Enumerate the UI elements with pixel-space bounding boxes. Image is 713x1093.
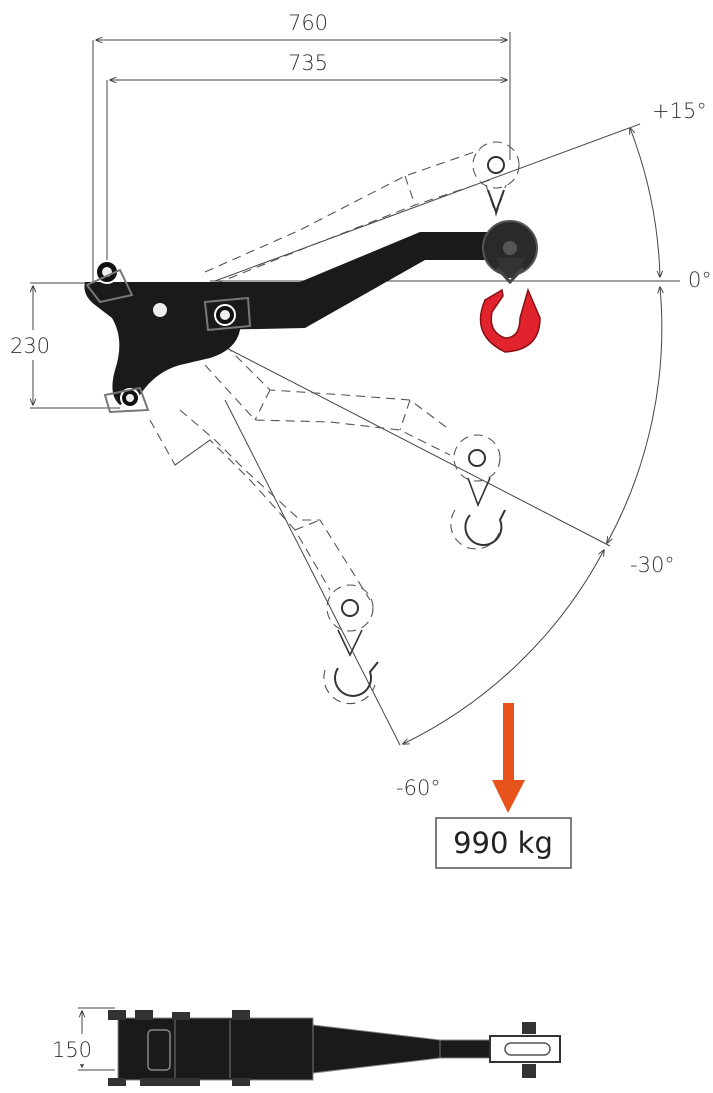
dimension-760-label: 760 xyxy=(288,11,328,35)
angle-reference-lines xyxy=(210,123,680,746)
dimension-735: 735 xyxy=(106,51,507,290)
pulley-icon xyxy=(482,220,538,278)
top-view-arm xyxy=(312,1024,491,1074)
crane-hook-icon xyxy=(479,266,541,353)
angle-minus-30-label: -30° xyxy=(630,553,675,577)
mounting-plate xyxy=(84,282,240,405)
dimension-150-label: 150 xyxy=(52,1038,92,1062)
down-arrow-icon xyxy=(492,703,525,813)
boom-arm xyxy=(210,232,495,330)
ghost-hook-minus-60 xyxy=(334,599,379,697)
top-view: 150 xyxy=(48,1007,561,1086)
ghost-hook-minus-30 xyxy=(464,449,506,546)
load-label: 990 kg xyxy=(453,826,553,860)
dimension-230-label: 230 xyxy=(10,334,50,358)
ghost-pulley-plus-15 xyxy=(487,156,505,215)
dimension-230: 230 xyxy=(4,282,120,409)
boom-solid xyxy=(84,232,495,414)
angle-0-label: 0° xyxy=(688,268,712,292)
angle-minus-60-label: -60° xyxy=(396,776,441,800)
ghost-boom-minus-60 xyxy=(149,409,376,705)
dimension-735-label: 735 xyxy=(288,51,328,75)
dimension-760: 760 xyxy=(92,11,511,290)
angle-plus-15-label: +15° xyxy=(652,99,707,123)
load-label-box: 990 kg xyxy=(435,817,572,869)
